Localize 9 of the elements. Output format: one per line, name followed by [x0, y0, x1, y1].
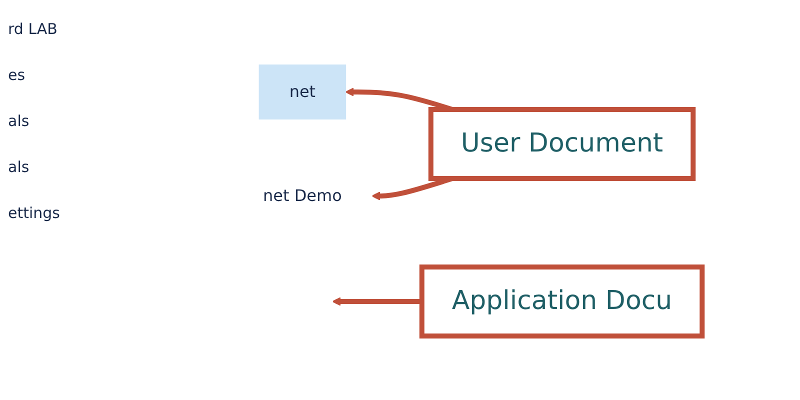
node-box: Application Docu [420, 264, 706, 338]
file-list-item: als [8, 112, 30, 130]
node-text: net Demo [263, 186, 342, 204]
file-list-item: ettings [8, 204, 62, 222]
file-list-item: als [8, 158, 30, 176]
file-list-item: es [8, 66, 26, 84]
node-box: User Document [428, 106, 696, 180]
file-list-item: rd LAB [8, 20, 58, 38]
node-box: net [259, 64, 346, 119]
